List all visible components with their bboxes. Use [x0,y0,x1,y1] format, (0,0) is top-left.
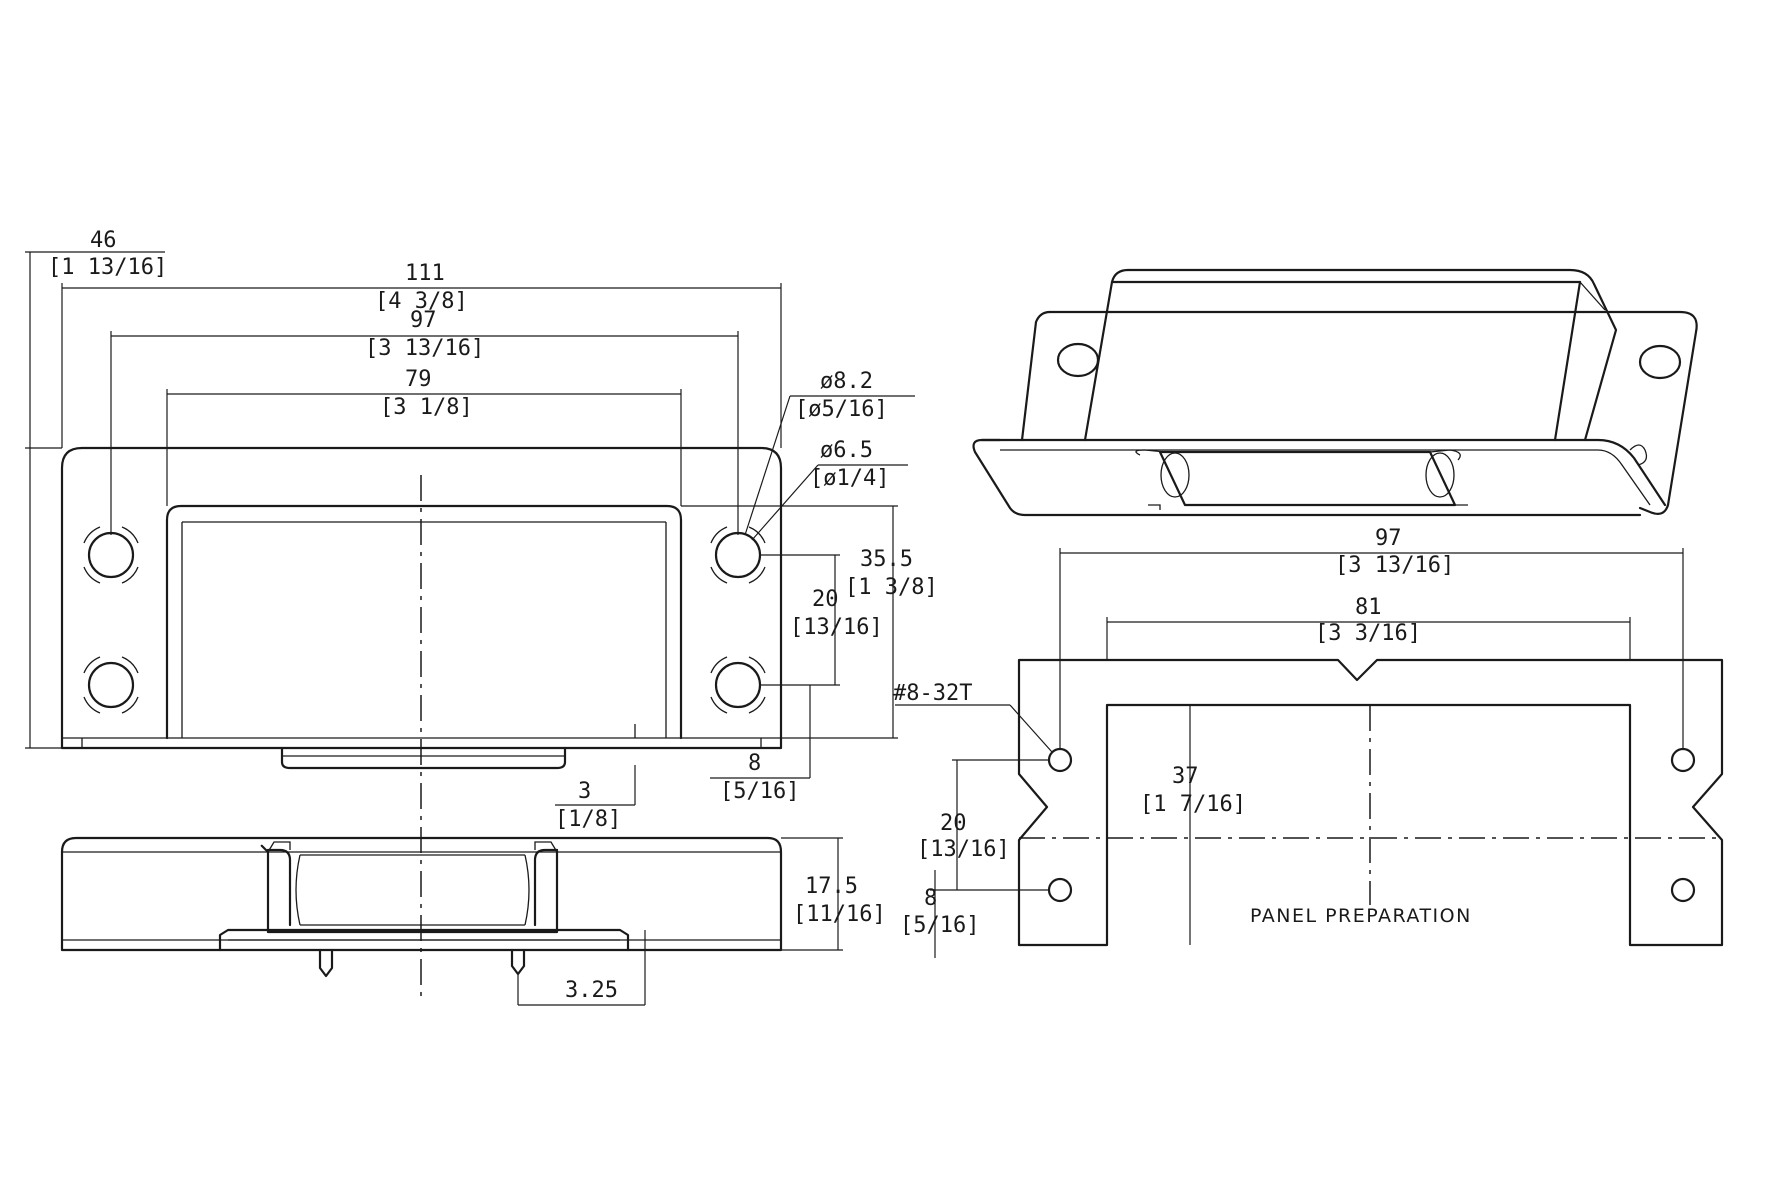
thread-callout: #8-32T [893,681,972,706]
front-keeper-tab [280,746,567,770]
dim-panel-37-mm: 37 [1172,764,1199,789]
dim-3-mm: 3 [578,779,591,804]
dim-20-mm: 20 [812,587,839,612]
mounting-hole-bottom-right [710,656,766,714]
dim-97-mm: 97 [410,308,437,333]
side-plate-outline [60,836,783,952]
pin-left [318,948,334,978]
dim-8-inch: [5/16] [720,779,799,804]
dim-17-5-mm: 17.5 [805,874,858,899]
iso-keeper [1158,450,1457,507]
dim-panel-97-inch: [3 13/16] [1335,553,1454,578]
panel-hole-top-right [1670,747,1696,773]
dim-hole-inner-mm: ø6.5 [820,438,873,463]
dim-3-inch: [1/8] [555,807,621,832]
dim-panel-20-mm: 20 [940,811,967,836]
side-base-flange [218,928,630,952]
front-view [60,446,783,1000]
iso-base-plate [1048,310,1698,515]
panel-preparation-label: PANEL PREPARATION [1250,905,1472,927]
dimension-lines [25,251,1684,1006]
dim-35-5-inch: [1 3/8] [845,575,938,600]
panel-hole-bottom-left [1047,877,1073,903]
front-body-outline [165,504,683,740]
dim-46-mm: 46 [90,228,117,253]
isometric-view [972,268,1698,517]
dim-hole-outer-inch: [ø5/16] [795,397,888,422]
mounting-hole-bottom-left [83,656,139,714]
side-view [60,836,783,978]
panel-hole-bottom-right [1670,877,1696,903]
dim-panel-8-mm: 8 [924,886,937,911]
dim-panel-37-inch: [1 7/16] [1140,792,1246,817]
dim-8-mm: 8 [748,751,761,776]
dim-111-inch: [4 3/8] [375,289,468,314]
dim-79-inch: [3 1/8] [380,395,473,420]
iso-hole-left [1056,342,1100,378]
dim-111-mm: 111 [405,261,445,286]
dim-97-inch: [3 13/16] [365,336,484,361]
dim-20-inch: [13/16] [790,615,883,640]
dim-79-mm: 79 [405,367,432,392]
dim-35-5-mm: 35.5 [860,547,913,572]
dim-3-25-mm: 3.25 [565,978,618,1003]
dim-panel-8-inch: [5/16] [900,913,979,938]
dimension-labels: 46 [1 13/16] 111 [4 3/8] 97 [3 13/16] 79… [48,228,1454,1003]
dim-46-inch: [1 13/16] [48,255,167,280]
dim-panel-20-inch: [13/16] [917,837,1010,862]
dim-hole-outer-mm: ø8.2 [820,369,873,394]
pin-right [510,948,526,976]
dim-panel-97-mm: 97 [1375,526,1402,551]
panel-outline [1017,658,1724,947]
dim-panel-81-mm: 81 [1355,595,1382,620]
panel-preparation: PANEL PREPARATION [1017,658,1724,947]
dim-17-5-inch: [11/16] [793,902,886,927]
mounting-hole-top-left [83,526,139,584]
mounting-hole-top-right [710,526,766,584]
dim-panel-81-inch: [3 3/16] [1315,621,1421,646]
panel-hole-top-left [1047,747,1073,773]
front-plate-outline [60,446,783,750]
iso-hole-right [1638,344,1682,380]
iso-body-top [1126,268,1618,442]
dim-hole-inner-inch: [ø1/4] [810,466,889,491]
